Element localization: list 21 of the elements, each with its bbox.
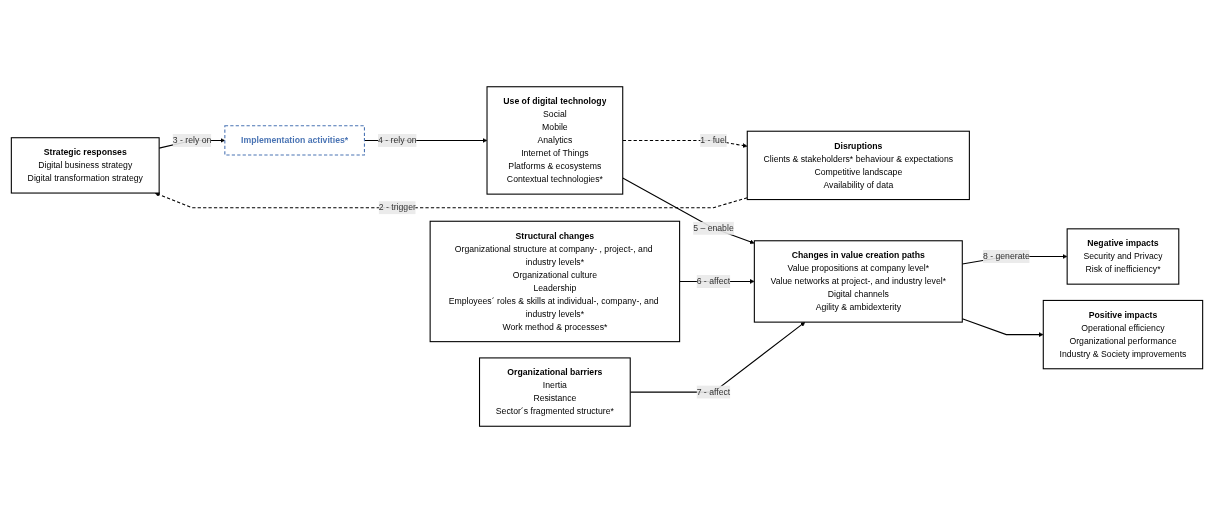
node-box (429, 220, 681, 343)
arrow (961, 318, 1044, 337)
node-box (746, 130, 970, 201)
edge-label: 3 - rely on (172, 135, 212, 145)
edge-label: 1 - fuel (700, 135, 727, 145)
node-box (753, 240, 963, 323)
node-box (1042, 299, 1204, 370)
node-box (478, 357, 631, 427)
node-box (486, 86, 624, 195)
arrow (154, 192, 748, 209)
edge-label: 7 - affect (696, 387, 731, 397)
node-box (1066, 228, 1180, 285)
node-box (10, 137, 160, 194)
edge-label: 4 - rely on (378, 135, 417, 145)
edge-label: 5 – enable (693, 223, 734, 233)
edge-label: 8 - generate (982, 251, 1030, 261)
node-box (224, 125, 365, 156)
edge-label: 6 - affect (696, 276, 731, 286)
edge-label: 2 - trigger (378, 202, 416, 213)
arrow (622, 177, 755, 245)
arrow (622, 139, 748, 148)
